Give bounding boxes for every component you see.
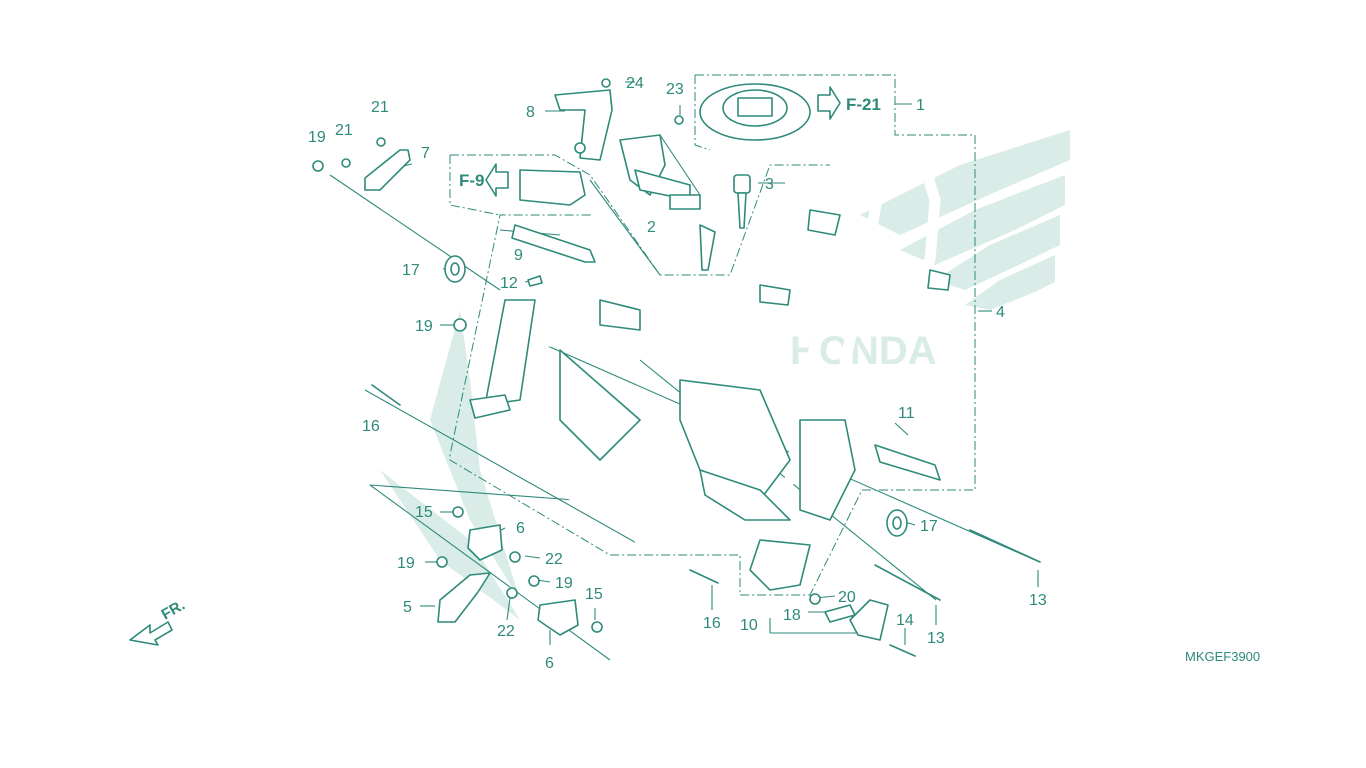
callout-6b: 6 [545,655,554,672]
callout-18: 18 [783,607,801,624]
callout-24: 24 [626,75,644,92]
callout-2: 2 [647,219,656,236]
ignition-switch [619,134,716,271]
callout-22a: 22 [545,551,563,568]
main-frame [469,144,951,591]
key [733,174,751,229]
brackets-6 [467,524,579,636]
rubber-11 [874,444,941,481]
callout-23: 23 [666,81,684,98]
callout-7: 7 [421,145,430,162]
fasteners [312,78,1041,657]
callout-17b: 17 [920,518,938,535]
callout-9: 9 [514,247,523,264]
guard-strip-9 [511,224,596,263]
callout-4: 4 [996,304,1005,321]
grommets [444,255,908,537]
side-stand-10 [824,599,889,641]
callout-19a: 19 [308,129,326,146]
bracket-5 [437,572,491,623]
callout-labels: 1 2 3 4 5 6 6 7 8 9 10 11 12 13 13 14 15… [308,75,1047,672]
front-arrow-icon [129,621,173,646]
callout-10: 10 [740,617,758,634]
clip-12 [527,275,543,287]
diagram-code: MKGEF3900 [1185,649,1260,664]
callout-8: 8 [526,104,535,121]
callout-3: 3 [765,176,774,193]
callout-20: 20 [838,589,856,606]
callout-11: 11 [898,405,915,422]
callout-16b: 16 [703,615,721,632]
callout-15a: 15 [415,504,433,521]
callout-19c: 19 [397,555,415,572]
callout-15b: 15 [585,586,603,603]
callout-16a: 16 [362,418,380,435]
callout-19d: 19 [555,575,573,592]
callout-12: 12 [500,275,518,292]
ref-f9-label: F-9 [459,171,485,190]
bracket-7 [364,149,411,191]
callout-13a: 13 [1029,592,1047,609]
ref-f9-arrow-icon [485,163,509,197]
callout-21b: 21 [335,122,353,139]
fuel-cap [699,83,811,141]
rubber-block [519,169,586,206]
callout-22b: 22 [497,623,515,640]
honda-wing-watermark [380,130,1070,620]
ref-f21-arrow-icon [817,86,841,120]
callout-19b: 19 [415,318,433,335]
callout-5: 5 [403,599,412,616]
callout-6a: 6 [516,520,525,537]
front-marker: FR. [159,597,188,624]
callout-21a: 21 [371,99,389,116]
callout-14: 14 [896,612,914,629]
bracket-8 [554,89,613,161]
callout-17a: 17 [402,262,420,279]
ref-f21-label: F-21 [846,95,881,114]
callout-13b: 13 [927,630,945,647]
callout-1: 1 [916,97,925,114]
